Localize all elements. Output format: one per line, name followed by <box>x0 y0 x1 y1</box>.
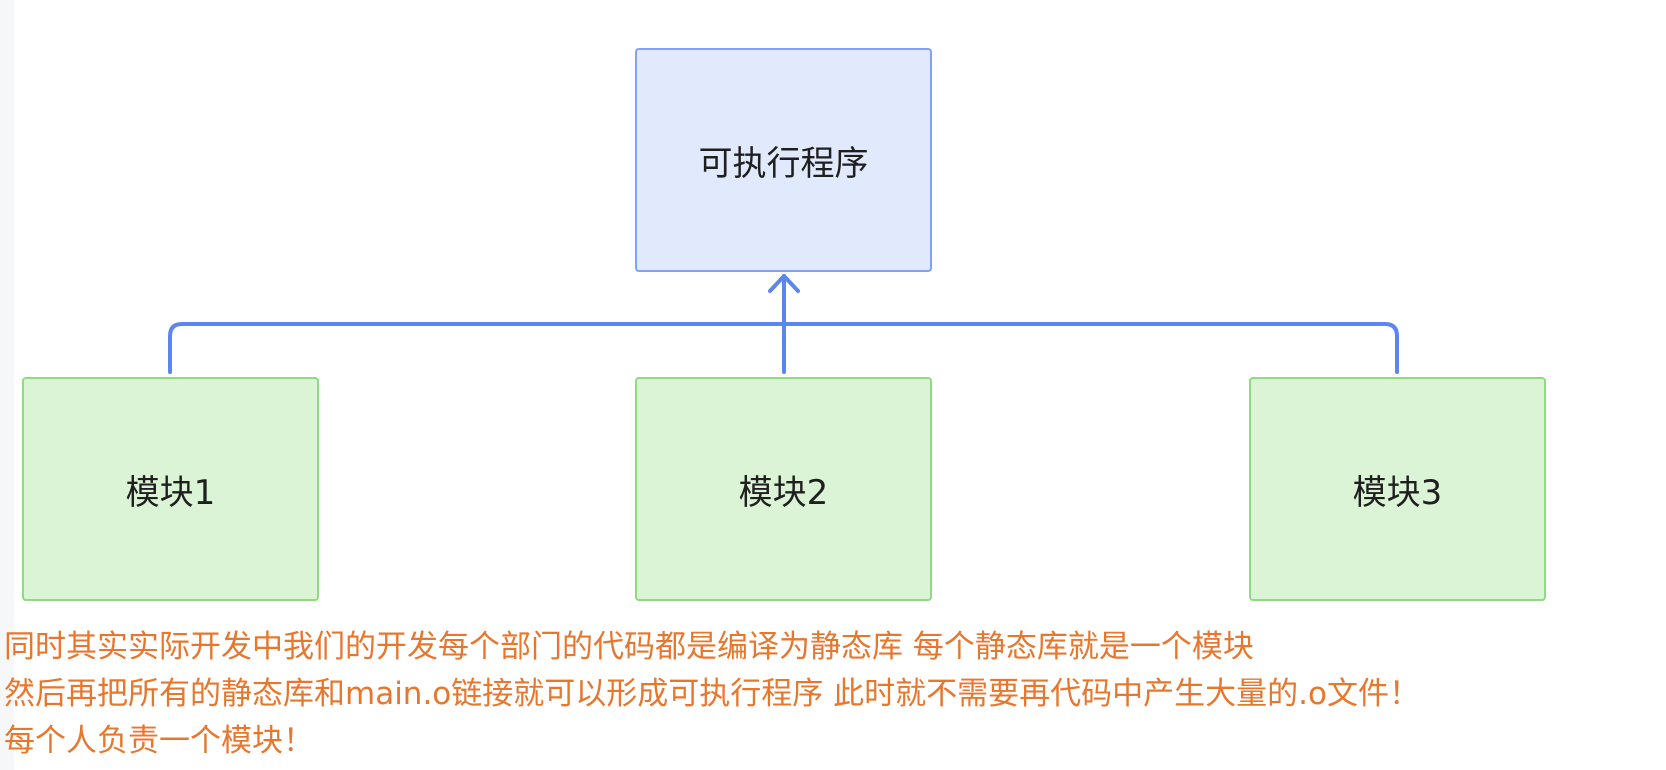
note-line-2: 然后再把所有的静态库和main.o链接就可以形成可执行程序 此时就不需要再代码中… <box>4 676 1420 712</box>
executable-program-node: 可执行程序 <box>635 48 932 272</box>
left-margin-strip <box>0 0 14 770</box>
edge-module1-to-program <box>168 322 786 374</box>
module-3-node: 模块3 <box>1249 377 1546 601</box>
module-2-label: 模块2 <box>738 472 829 513</box>
note-line-3: 每个人负责一个模块！ <box>4 723 314 759</box>
module-1-node: 模块1 <box>22 377 319 601</box>
note-line-1: 同时其实实际开发中我们的开发每个部门的代码都是编译为静态库 每个静态库就是一个模… <box>4 629 1254 665</box>
arrow-head-icon <box>768 274 800 293</box>
module-2-node: 模块2 <box>635 377 932 601</box>
executable-program-label: 可执行程序 <box>698 143 869 184</box>
edge-module3-to-program <box>782 322 1399 374</box>
module-1-label: 模块1 <box>125 472 216 513</box>
annotation-notes: 同时其实实际开发中我们的开发每个部门的代码都是编译为静态库 每个静态库就是一个模… <box>4 624 1654 765</box>
module-3-label: 模块3 <box>1352 472 1443 513</box>
